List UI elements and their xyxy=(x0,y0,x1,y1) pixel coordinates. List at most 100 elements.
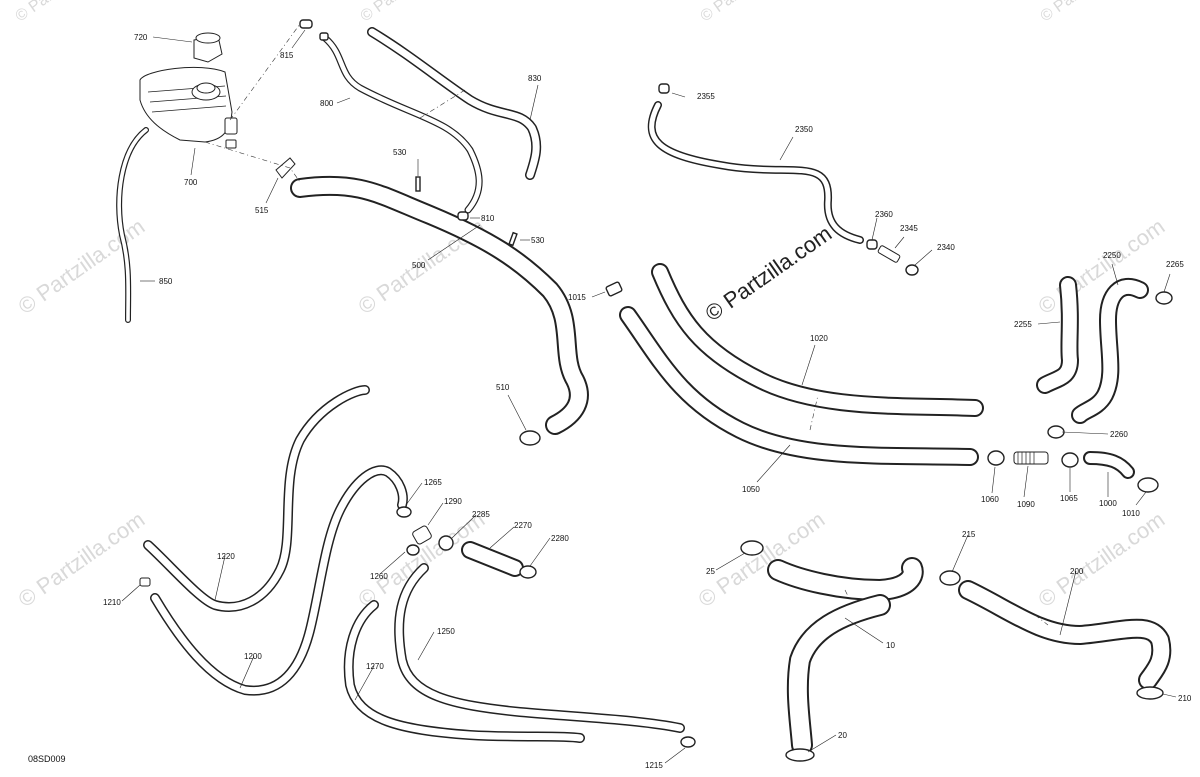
part-label-215: 215 xyxy=(962,530,976,539)
hose-10 xyxy=(767,557,924,756)
part-label-1200: 1200 xyxy=(244,652,262,661)
hose-2255 xyxy=(1036,276,1079,394)
clamp-1060 xyxy=(987,450,1005,466)
clamp-2355 xyxy=(658,83,670,94)
hose-2270 xyxy=(461,541,524,577)
hose-800 xyxy=(321,34,483,214)
clamp-2280 xyxy=(519,565,537,579)
fitting-815b xyxy=(319,32,329,41)
clamp-1065 xyxy=(1061,452,1079,468)
part-label-1000: 1000 xyxy=(1099,499,1117,508)
coolant-reservoir xyxy=(139,66,238,149)
part-label-2255: 2255 xyxy=(1014,320,1032,329)
valve-2345 xyxy=(877,245,901,263)
bolt-530b xyxy=(508,231,518,247)
fitting-1290 xyxy=(412,525,432,545)
clamp-2265 xyxy=(1155,291,1173,305)
part-label-2270: 2270 xyxy=(514,521,532,530)
part-label-2350: 2350 xyxy=(795,125,813,134)
part-label-515: 515 xyxy=(255,206,269,215)
part-label-800: 800 xyxy=(320,99,334,108)
watermark: © Partzilla.com xyxy=(14,507,150,613)
diagram-code: 08SD009 xyxy=(28,754,66,764)
clamp-1260 xyxy=(406,544,420,556)
clamp-1265 xyxy=(396,506,412,518)
part-label-700: 700 xyxy=(184,178,198,187)
clamp-1010 xyxy=(1137,477,1159,493)
part-labels: 720 815 830 800 700 530 515 810 530 500 … xyxy=(103,33,1192,770)
plug-1210 xyxy=(139,577,151,587)
hose-1000 xyxy=(1083,451,1135,479)
part-label-1020: 1020 xyxy=(810,334,828,343)
leader-lines xyxy=(121,29,1177,764)
part-label-210: 210 xyxy=(1178,694,1192,703)
part-label-720: 720 xyxy=(134,33,148,42)
watermark: © Partzilla.com xyxy=(13,0,111,25)
part-label-1215: 1215 xyxy=(645,761,663,770)
part-label-2265: 2265 xyxy=(1166,260,1184,269)
part-label-1090: 1090 xyxy=(1017,500,1035,509)
watermark: © Partzilla.com xyxy=(1034,507,1170,613)
part-label-2340: 2340 xyxy=(937,243,955,252)
hose-1050 xyxy=(619,306,979,466)
part-label-1265: 1265 xyxy=(424,478,442,487)
watermark: © Partzilla.com xyxy=(698,0,796,25)
fitting-1090 xyxy=(1013,451,1049,465)
part-label-850: 850 xyxy=(159,277,173,286)
assembly-lines xyxy=(204,23,1049,626)
fitting-1090-ribs xyxy=(1017,452,1035,464)
hose-830 xyxy=(367,27,542,180)
part-label-25: 25 xyxy=(706,567,715,576)
hose-1200 xyxy=(150,465,408,696)
hose-2350 xyxy=(647,101,864,244)
part-label-810: 810 xyxy=(481,214,495,223)
part-label-2360: 2360 xyxy=(875,210,893,219)
part-label-1010: 1010 xyxy=(1122,509,1140,518)
clamp-1215 xyxy=(680,736,696,748)
hose-1020 xyxy=(651,263,984,417)
part-label-1210: 1210 xyxy=(103,598,121,607)
hose-850 xyxy=(116,127,149,323)
part-label-200: 200 xyxy=(1070,567,1084,576)
fitting-1015 xyxy=(605,281,623,297)
clamp-210 xyxy=(1136,686,1164,700)
clamp-810 xyxy=(457,211,469,221)
part-label-815: 815 xyxy=(280,51,294,60)
part-label-1250: 1250 xyxy=(437,627,455,636)
part-label-1060: 1060 xyxy=(981,495,999,504)
clamp-2260 xyxy=(1047,425,1065,439)
part-label-530b: 530 xyxy=(531,236,545,245)
part-label-1050: 1050 xyxy=(742,485,760,494)
part-label-2260: 2260 xyxy=(1110,430,1128,439)
clamp-20 xyxy=(785,748,815,762)
clamp-215 xyxy=(939,570,961,586)
part-label-1290: 1290 xyxy=(444,497,462,506)
watermark: © Partzilla.com xyxy=(1038,0,1136,25)
hoses xyxy=(116,27,1172,756)
part-label-20: 20 xyxy=(838,731,847,740)
part-label-510: 510 xyxy=(496,383,510,392)
watermark: © Partzilla.com xyxy=(354,507,490,613)
part-label-1270: 1270 xyxy=(366,662,384,671)
hose-2250 xyxy=(1071,277,1149,424)
part-label-2345: 2345 xyxy=(900,224,918,233)
clamp-510 xyxy=(519,430,541,446)
reservoir-cap xyxy=(193,32,223,63)
clamp-2285 xyxy=(438,535,454,551)
clamp-25 xyxy=(740,540,764,556)
watermark: © Partzilla.com xyxy=(694,507,830,613)
components xyxy=(139,19,1173,762)
part-label-2280: 2280 xyxy=(551,534,569,543)
part-label-830: 830 xyxy=(528,74,542,83)
bracket-515 xyxy=(275,157,296,179)
hose-1250 xyxy=(394,563,685,733)
part-label-530a: 530 xyxy=(393,148,407,157)
cap-2340 xyxy=(905,264,919,276)
watermark: © Partzilla.com xyxy=(358,0,456,25)
part-label-500: 500 xyxy=(412,261,426,270)
part-label-10: 10 xyxy=(886,641,895,650)
hose-1220 xyxy=(143,385,370,612)
hose-1270 xyxy=(343,600,585,743)
part-label-2355: 2355 xyxy=(697,92,715,101)
